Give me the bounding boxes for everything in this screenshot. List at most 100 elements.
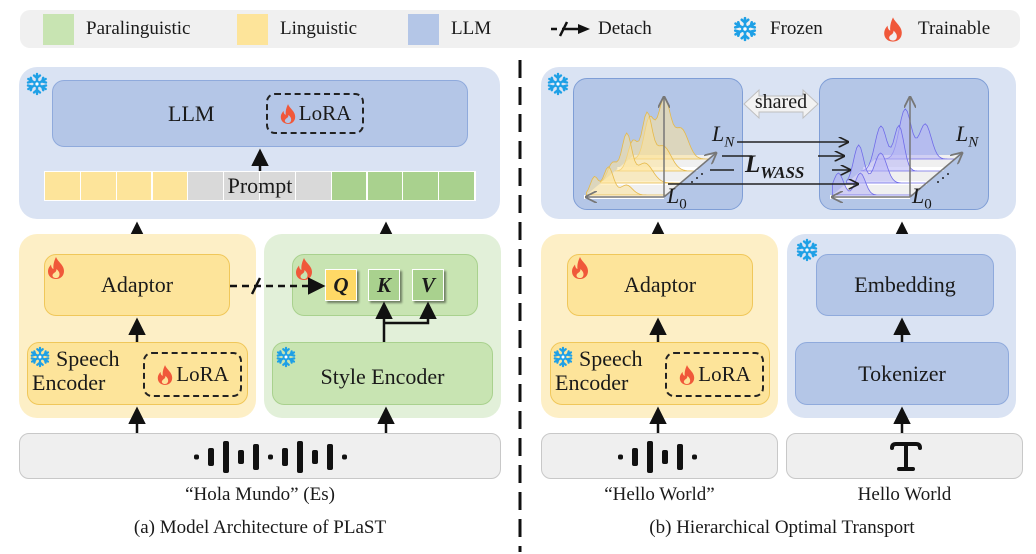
snowflake-icon bbox=[29, 346, 51, 368]
layer-distribution-curve bbox=[585, 166, 667, 196]
waveform-bar bbox=[223, 441, 229, 473]
prompt-cell-paralinguistic bbox=[439, 172, 475, 200]
prompt-cell-paralinguistic bbox=[331, 172, 368, 200]
detach-arrow-icon bbox=[551, 21, 590, 37]
arrow-tokenizer-to-embedding bbox=[893, 317, 911, 342]
adaptor-label: Adaptor bbox=[100, 272, 174, 297]
layer-distribution-curve bbox=[600, 132, 682, 184]
text-icon bbox=[890, 442, 922, 471]
prompt-cell-gray bbox=[260, 172, 296, 200]
snowflake-icon bbox=[732, 16, 758, 42]
figure-caption-b: (b) Hierarchical Optimal Transport bbox=[649, 517, 915, 538]
adaptor-label: Adaptor bbox=[623, 272, 697, 297]
legend-item-frozen: Frozen bbox=[732, 10, 823, 48]
waveform-bar bbox=[238, 450, 244, 464]
snowflake-icon bbox=[552, 346, 574, 368]
speech-encoder-line2: Encoder bbox=[555, 370, 629, 395]
waveform-bar bbox=[647, 441, 653, 473]
arrow-prompt-to-llm bbox=[251, 148, 269, 173]
llm-box: LLM LoRA bbox=[52, 80, 468, 147]
speech-encoder-line1: Speech bbox=[56, 346, 120, 371]
ellipsis-dot bbox=[691, 181, 693, 183]
snowflake-icon bbox=[546, 72, 570, 96]
embedding-label: Embedding bbox=[854, 272, 956, 297]
section-divider bbox=[518, 60, 522, 552]
legend-item-linguistic: Linguistic bbox=[237, 10, 357, 48]
text-input-caption-b: Hello World bbox=[857, 484, 952, 505]
speech-input-a bbox=[19, 433, 501, 479]
llm-lora-box: LoRA bbox=[266, 93, 364, 134]
v-label: V bbox=[420, 272, 435, 297]
k-block: K bbox=[368, 269, 400, 301]
layer-distribution-curve bbox=[846, 144, 927, 184]
prompt-cell-linguistic bbox=[45, 172, 81, 200]
arrow-input-to-speech-encoder-b bbox=[649, 406, 667, 435]
snowflake-icon bbox=[25, 72, 49, 96]
text-distribution-box bbox=[819, 78, 989, 210]
speech-lora-box-b: LoRA bbox=[665, 352, 764, 397]
prompt-cell-paralinguistic bbox=[367, 172, 404, 200]
lora-label: LoRA bbox=[298, 101, 352, 125]
snowflake-icon bbox=[795, 238, 819, 262]
speech-encoder-box-b: Speech Encoder LoRA bbox=[550, 342, 770, 405]
legend-item-llm: LLM bbox=[408, 10, 491, 48]
legend-item-paralinguistic: Paralinguistic bbox=[43, 10, 190, 48]
flame-icon bbox=[678, 364, 696, 386]
shared-label: shared bbox=[754, 91, 808, 113]
l0-label-left: L0 bbox=[667, 183, 687, 213]
arrow-encoder-to-adaptor-a bbox=[128, 317, 146, 342]
waveform-icon bbox=[194, 441, 347, 473]
legend-label: Paralinguistic bbox=[86, 18, 191, 39]
prompt-cell-linguistic bbox=[152, 172, 189, 200]
flame-icon bbox=[882, 16, 904, 43]
flame-icon bbox=[46, 256, 66, 280]
llm-label: LLM bbox=[168, 101, 215, 126]
detach-arrow-adaptor-to-q bbox=[230, 277, 326, 295]
layer-axis bbox=[663, 153, 716, 198]
prompt-cell-linguistic bbox=[80, 172, 117, 200]
flame-icon bbox=[570, 256, 590, 280]
waveform-bar bbox=[282, 448, 288, 466]
waveform-bar bbox=[312, 450, 318, 464]
prompt-label: Prompt bbox=[227, 173, 293, 198]
layer-axis bbox=[909, 153, 962, 198]
waveform-bar bbox=[194, 454, 199, 460]
waveform-bar bbox=[297, 441, 303, 473]
k-label: K bbox=[376, 272, 391, 297]
arrow-input-to-style-encoder bbox=[377, 406, 395, 435]
lora-label: LoRA bbox=[698, 362, 751, 386]
linguistic-swatch bbox=[237, 13, 268, 45]
speech-input-caption-b: “Hello World” bbox=[604, 484, 715, 505]
embedding-box: Embedding bbox=[816, 254, 994, 316]
prompt-cell-linguistic bbox=[116, 172, 153, 200]
ln-label-right: LN bbox=[956, 121, 979, 151]
speech-distribution-box bbox=[573, 78, 743, 210]
prompt-cell-paralinguistic bbox=[403, 172, 440, 200]
prompt-row: Prompt bbox=[44, 171, 476, 201]
legend-label: Trainable bbox=[918, 18, 991, 39]
waveform-bar bbox=[618, 454, 623, 460]
prompt-cell-gray bbox=[188, 172, 225, 200]
flame-icon bbox=[279, 103, 297, 125]
text-distribution-plot bbox=[830, 79, 990, 211]
legend-label: Linguistic bbox=[280, 18, 358, 39]
arrow-encoder-to-adaptor-b bbox=[649, 317, 667, 342]
v-block: V bbox=[412, 269, 444, 301]
legend-label: LLM bbox=[451, 18, 492, 39]
ln-label-left: LN bbox=[712, 121, 735, 151]
prompt-cell-gray bbox=[295, 172, 332, 200]
tokenizer-box: Tokenizer bbox=[795, 342, 1009, 405]
style-encoder-label: Style Encoder bbox=[320, 363, 445, 389]
legend-item-trainable: Trainable bbox=[882, 10, 990, 48]
speech-encoder-line1: Speech bbox=[579, 346, 643, 371]
waveform-bar bbox=[677, 444, 683, 470]
tokenizer-label: Tokenizer bbox=[858, 360, 946, 386]
snowflake-icon bbox=[275, 346, 297, 368]
arrow-input-to-tokenizer bbox=[893, 406, 911, 435]
ellipsis-dot bbox=[947, 173, 949, 175]
legend-item-detach: Detach bbox=[550, 10, 652, 48]
speech-distribution-plot bbox=[584, 79, 744, 211]
waveform-bar bbox=[208, 448, 214, 466]
figure-caption-a: (a) Model Architecture of PLaST bbox=[133, 517, 387, 538]
waveform-bar bbox=[268, 454, 273, 460]
